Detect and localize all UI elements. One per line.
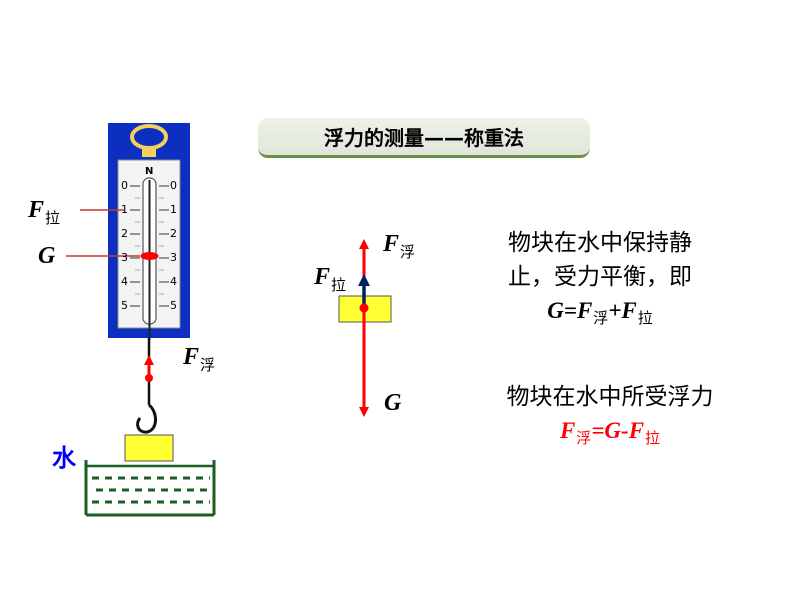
scale-number: 4 xyxy=(170,275,177,288)
label-f-pull-scale: F拉 xyxy=(28,197,61,227)
page-title: 浮力的测量——称重法 xyxy=(324,126,524,150)
scale-number: 4 xyxy=(121,275,128,288)
scale-unit-label: N xyxy=(145,166,154,177)
water-container xyxy=(84,460,216,517)
buoyancy-line-1: 物块在水中所受浮力 xyxy=(506,384,714,410)
equilibrium-equation: G=F浮+F拉 xyxy=(547,298,653,327)
equilibrium-line-1: 物块在水中保持静 xyxy=(508,230,692,256)
scale-pointer xyxy=(140,252,159,260)
label-f-buoy-string: F浮 xyxy=(183,344,216,374)
scale-number: 5 xyxy=(121,299,128,312)
buoyancy-equation: F浮=G-F拉 xyxy=(559,418,661,447)
label-g-diagram: G xyxy=(384,390,402,416)
hook-icon xyxy=(136,403,157,434)
scale-number: 0 xyxy=(170,179,177,192)
buoyancy-text: 物块在水中所受浮力 F浮=G-F拉 xyxy=(470,380,750,455)
equilibrium-text: 物块在水中保持静 止，受力平衡，即 G=F浮+F拉 xyxy=(480,226,720,335)
scale-number: 3 xyxy=(121,251,128,264)
equilibrium-line-2: 止，受力平衡，即 xyxy=(508,264,692,290)
spring-scale xyxy=(108,123,190,405)
scale-number: 5 xyxy=(170,299,177,312)
scale-number: 2 xyxy=(170,227,177,240)
label-g-scale: G xyxy=(38,243,56,269)
scale-number: 1 xyxy=(121,203,128,216)
scale-number: 0 xyxy=(121,179,128,192)
label-f-pull-diagram: F拉 xyxy=(314,264,347,294)
scale-number: 2 xyxy=(121,227,128,240)
scale-number: 1 xyxy=(170,203,177,216)
scale-number: 3 xyxy=(170,251,177,264)
force-diagram xyxy=(338,239,392,417)
title-bar: 浮力的测量——称重法 xyxy=(258,118,590,158)
label-f-buoy-diagram: F浮 xyxy=(383,231,416,261)
water-label: 水 xyxy=(52,444,76,472)
hanging-block xyxy=(124,434,174,462)
